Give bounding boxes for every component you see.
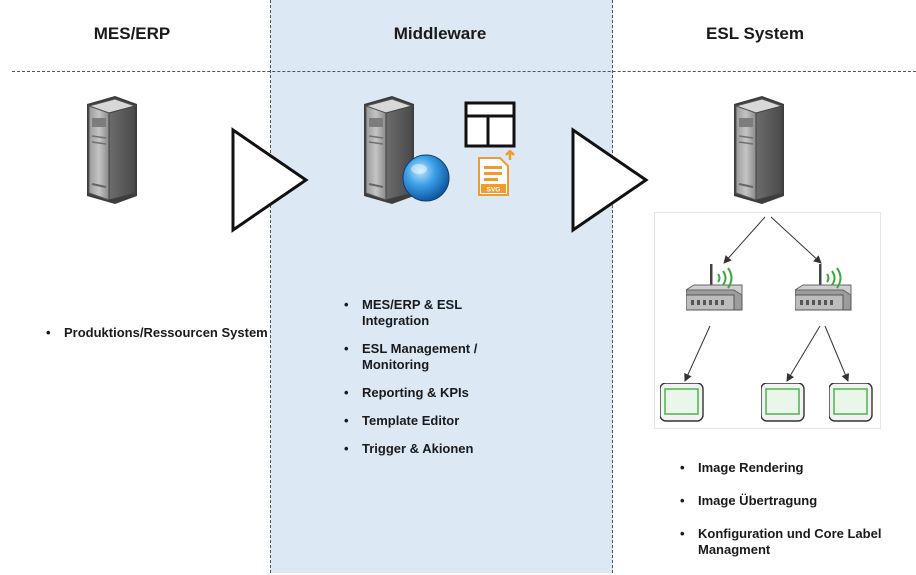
column-title-mes-erp: MES/ERP: [93, 24, 171, 43]
wireless-router-icon: [686, 264, 743, 311]
template-layout-icon: [464, 101, 516, 148]
column-title-esl-system: ESL System: [706, 24, 804, 43]
middleware-list: MES/ERP & ESL Integration ESL Management…: [340, 297, 622, 469]
header-divider: [12, 71, 916, 72]
esl-network-diagram: [684, 216, 849, 382]
server-icon: [86, 96, 138, 205]
svg-file-text: SVG: [487, 187, 501, 194]
list-item: MES/ERP & ESL Integration: [344, 297, 502, 329]
globe-icon: [402, 154, 450, 202]
list-item: Reporting & KPIs: [344, 385, 622, 401]
list-item: Trigger & Akionen: [344, 441, 622, 457]
list-item: Image Rendering: [680, 460, 916, 476]
list-item: Image Übertragung: [680, 493, 916, 509]
svg-file-icon: SVG: [478, 150, 515, 196]
list-item: Produktions/Ressourcen System: [46, 325, 289, 341]
esl-system-list: Image Rendering Image Übertragung Konfig…: [676, 460, 916, 575]
flow-arrow-icon: [231, 127, 309, 233]
column-title-middleware: Middleware: [393, 24, 487, 43]
middleware-panel: [270, 0, 613, 573]
flow-arrow-icon: [571, 127, 649, 233]
list-item: Konfiguration und Core Label Managment: [680, 526, 888, 558]
mes-erp-list: Produktions/Ressourcen System: [42, 325, 289, 341]
esl-label-icon: [660, 383, 704, 422]
wireless-router-icon: [795, 264, 852, 311]
esl-label-icon: [829, 383, 873, 422]
list-item: ESL Management / Monitoring: [344, 341, 502, 373]
list-item: Template Editor: [344, 413, 622, 429]
esl-label-icon: [761, 383, 805, 422]
server-icon: [733, 96, 785, 205]
